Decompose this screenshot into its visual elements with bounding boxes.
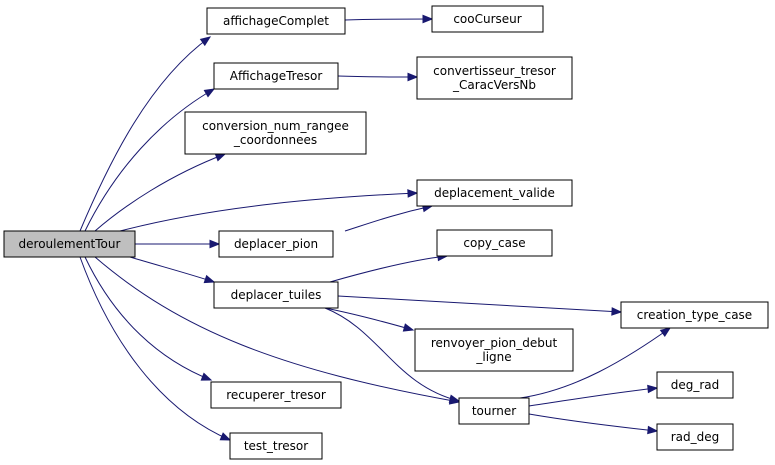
node-box [431,5,544,33]
edge-tourner-to-deg_rad [528,384,659,407]
edge-deroulementTour-to-recuperer_tresor [84,256,213,381]
arrow-head-icon [200,372,213,381]
node-box [656,371,734,399]
arrow-head-icon [407,72,419,82]
edge-deplacer_tuiles-to-renvoyer [324,307,415,332]
node-box [213,281,339,309]
node-deplacer_tuiles[interactable]: deplacer_tuiles [213,281,339,309]
node-label: cooCurseur [453,12,521,26]
node-label: _CaracVersNb [452,78,536,92]
arrow-head-icon [214,153,227,162]
node-box [213,62,339,90]
node-label: _coordonnees [233,133,317,147]
arrow-head-icon [647,384,659,394]
arrow-head-icon [422,14,434,24]
node-test_tresor[interactable]: test_tresor [229,432,323,460]
node-label: conversion_num_rangee [202,119,349,133]
node-box [206,7,346,35]
node-label: _ligne [475,350,511,364]
edge-deroulementTour-to-conversion [94,153,227,232]
edge-deplacer_tuiles-to-tourner [324,307,461,403]
edge-deroulementTour-to-deplacer_pion [135,239,221,249]
node-label: rad_deg [671,430,720,444]
arrow-head-icon [647,425,659,435]
node-creation_type_case[interactable]: creation_type_case [620,301,769,329]
node-label: deplacer_pion [234,237,318,251]
edge-deplacer_tuiles-to-copy_case [329,252,449,283]
edges-layer [79,14,672,441]
edge-AffichageTresor-to-convertisseur [337,72,419,82]
edge-deplacer_pion-to-deplacement_valide [344,203,434,232]
arrow-head-icon [659,327,672,337]
node-recuperer_tresor[interactable]: recuperer_tresor [210,381,342,409]
node-copy_case[interactable]: copy_case [436,229,553,257]
node-label: creation_type_case [637,308,752,322]
node-box [416,56,573,100]
node-conversion[interactable]: conversion_num_rangee_coordonnees [184,111,367,155]
arrow-head-icon [203,88,216,98]
node-box [218,230,334,258]
node-deplacer_pion[interactable]: deplacer_pion [218,230,334,258]
node-label: AffichageTresor [230,69,323,83]
node-label: test_tresor [244,439,308,453]
node-deplacement_valide[interactable]: deplacement_valide [416,179,573,207]
arrow-head-icon [219,432,232,441]
node-label: copy_case [463,236,525,250]
edge-tourner-to-creation_type_case [519,327,672,399]
node-box [620,301,769,329]
node-label: deg_rad [671,378,720,392]
edge-tourner-to-rad_deg [528,413,659,435]
arrow-head-icon [407,189,419,198]
node-box [414,328,574,372]
arrow-head-icon [611,307,623,316]
node-affichageComplet[interactable]: affichageComplet [206,7,346,35]
edge-deplacer_tuiles-to-creation_type_case [337,295,623,316]
node-label: deplacement_valide [434,186,555,200]
edge-affichageComplet-to-cooCurseur [344,14,434,24]
arrow-head-icon [199,36,212,47]
arrow-head-icon [448,394,461,403]
edge-deroulementTour-to-deplacement_valide [119,189,419,232]
node-deroulementTour[interactable]: deroulementTour [3,230,136,258]
node-box [416,179,573,207]
node-label: convertisseur_tresor [433,64,556,78]
node-box [210,381,342,409]
node-tourner[interactable]: tourner [458,397,530,425]
node-label: tourner [472,404,516,418]
node-rad_deg[interactable]: rad_deg [656,423,734,451]
edge-deroulementTour-to-test_tresor [79,256,232,441]
nodes-layer: deroulementTour affichageCompletAffichage… [3,5,769,460]
edge-deroulementTour-to-AffichageTresor [84,88,216,232]
node-deg_rad[interactable]: deg_rad [656,371,734,399]
node-box [184,111,367,155]
node-label: deplacer_tuiles [231,288,322,302]
node-box [436,229,553,257]
arrow-head-icon [203,274,216,284]
node-box [656,423,734,451]
edge-deroulementTour-to-deplacer_tuiles [129,256,216,284]
node-AffichageTresor[interactable]: AffichageTresor [213,62,339,90]
edge-deroulementTour-to-affichageComplet [79,36,212,232]
node-label: recuperer_tresor [226,388,326,402]
node-label: renvoyer_pion_debut [431,336,558,350]
node-label: deroulementTour [19,237,121,251]
node-box [458,397,530,425]
arrow-head-icon [209,239,221,249]
node-box [3,230,136,258]
node-cooCurseur[interactable]: cooCurseur [431,5,544,33]
node-label: affichageComplet [223,14,329,28]
node-box [229,432,323,460]
node-renvoyer[interactable]: renvoyer_pion_debut_ligne [414,328,574,372]
arrow-head-icon [402,323,415,332]
node-convertisseur[interactable]: convertisseur_tresor_CaracVersNb [416,56,573,100]
